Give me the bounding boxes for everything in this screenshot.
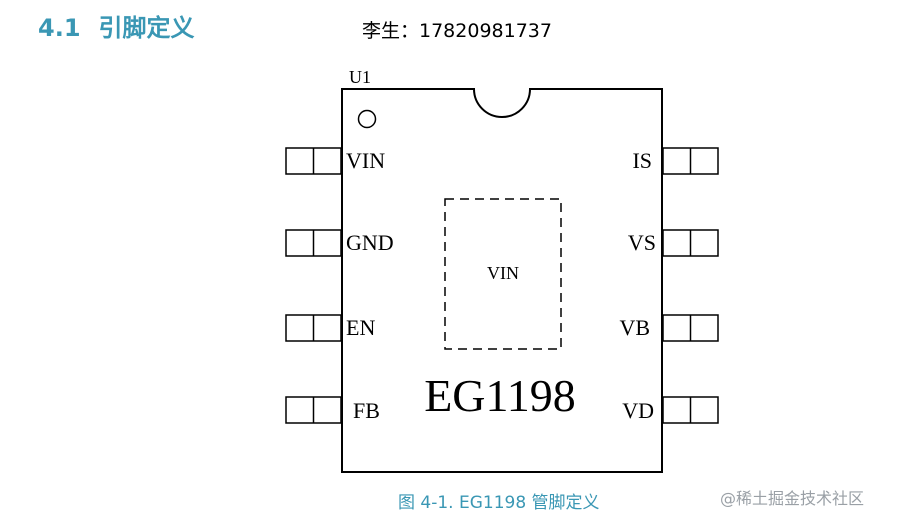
right-pin-label-2: VS [628,230,656,255]
contact-info: 李生：17820981737 [362,20,552,42]
left-pin-label-4: FB [353,398,380,423]
right-pin-2 [662,229,719,257]
right-pin-3 [662,314,719,342]
right-pin-label-1: IS [632,148,652,173]
left-pin-2 [285,229,342,257]
part-number: EG1198 [424,370,576,421]
section-number: 4.1 [38,14,81,42]
right-pin-1 [662,147,719,175]
ref-designator: U1 [349,67,371,87]
left-pin-label-3: EN [346,315,375,340]
right-pin-4 [662,396,719,424]
figure-caption: 图 4-1. EG1198 管脚定义 [398,493,600,513]
watermark: @稀土掘金技术社区 [720,489,865,508]
left-pin-label-2: GND [346,230,394,255]
chip-body [341,88,663,473]
left-pin-4 [285,396,342,424]
pad-label: VIN [487,263,519,283]
left-pin-label-1: VIN [346,148,385,173]
exposed-pad [444,198,562,350]
section-heading: 4.1 引脚定义 [38,8,195,43]
left-pin-1 [285,147,342,175]
right-pin-label-4: VD [622,398,654,423]
right-pin-label-3: VB [619,315,650,340]
pin1-marker [357,109,377,129]
section-title: 引脚定义 [98,14,195,42]
left-pin-3 [285,314,342,342]
